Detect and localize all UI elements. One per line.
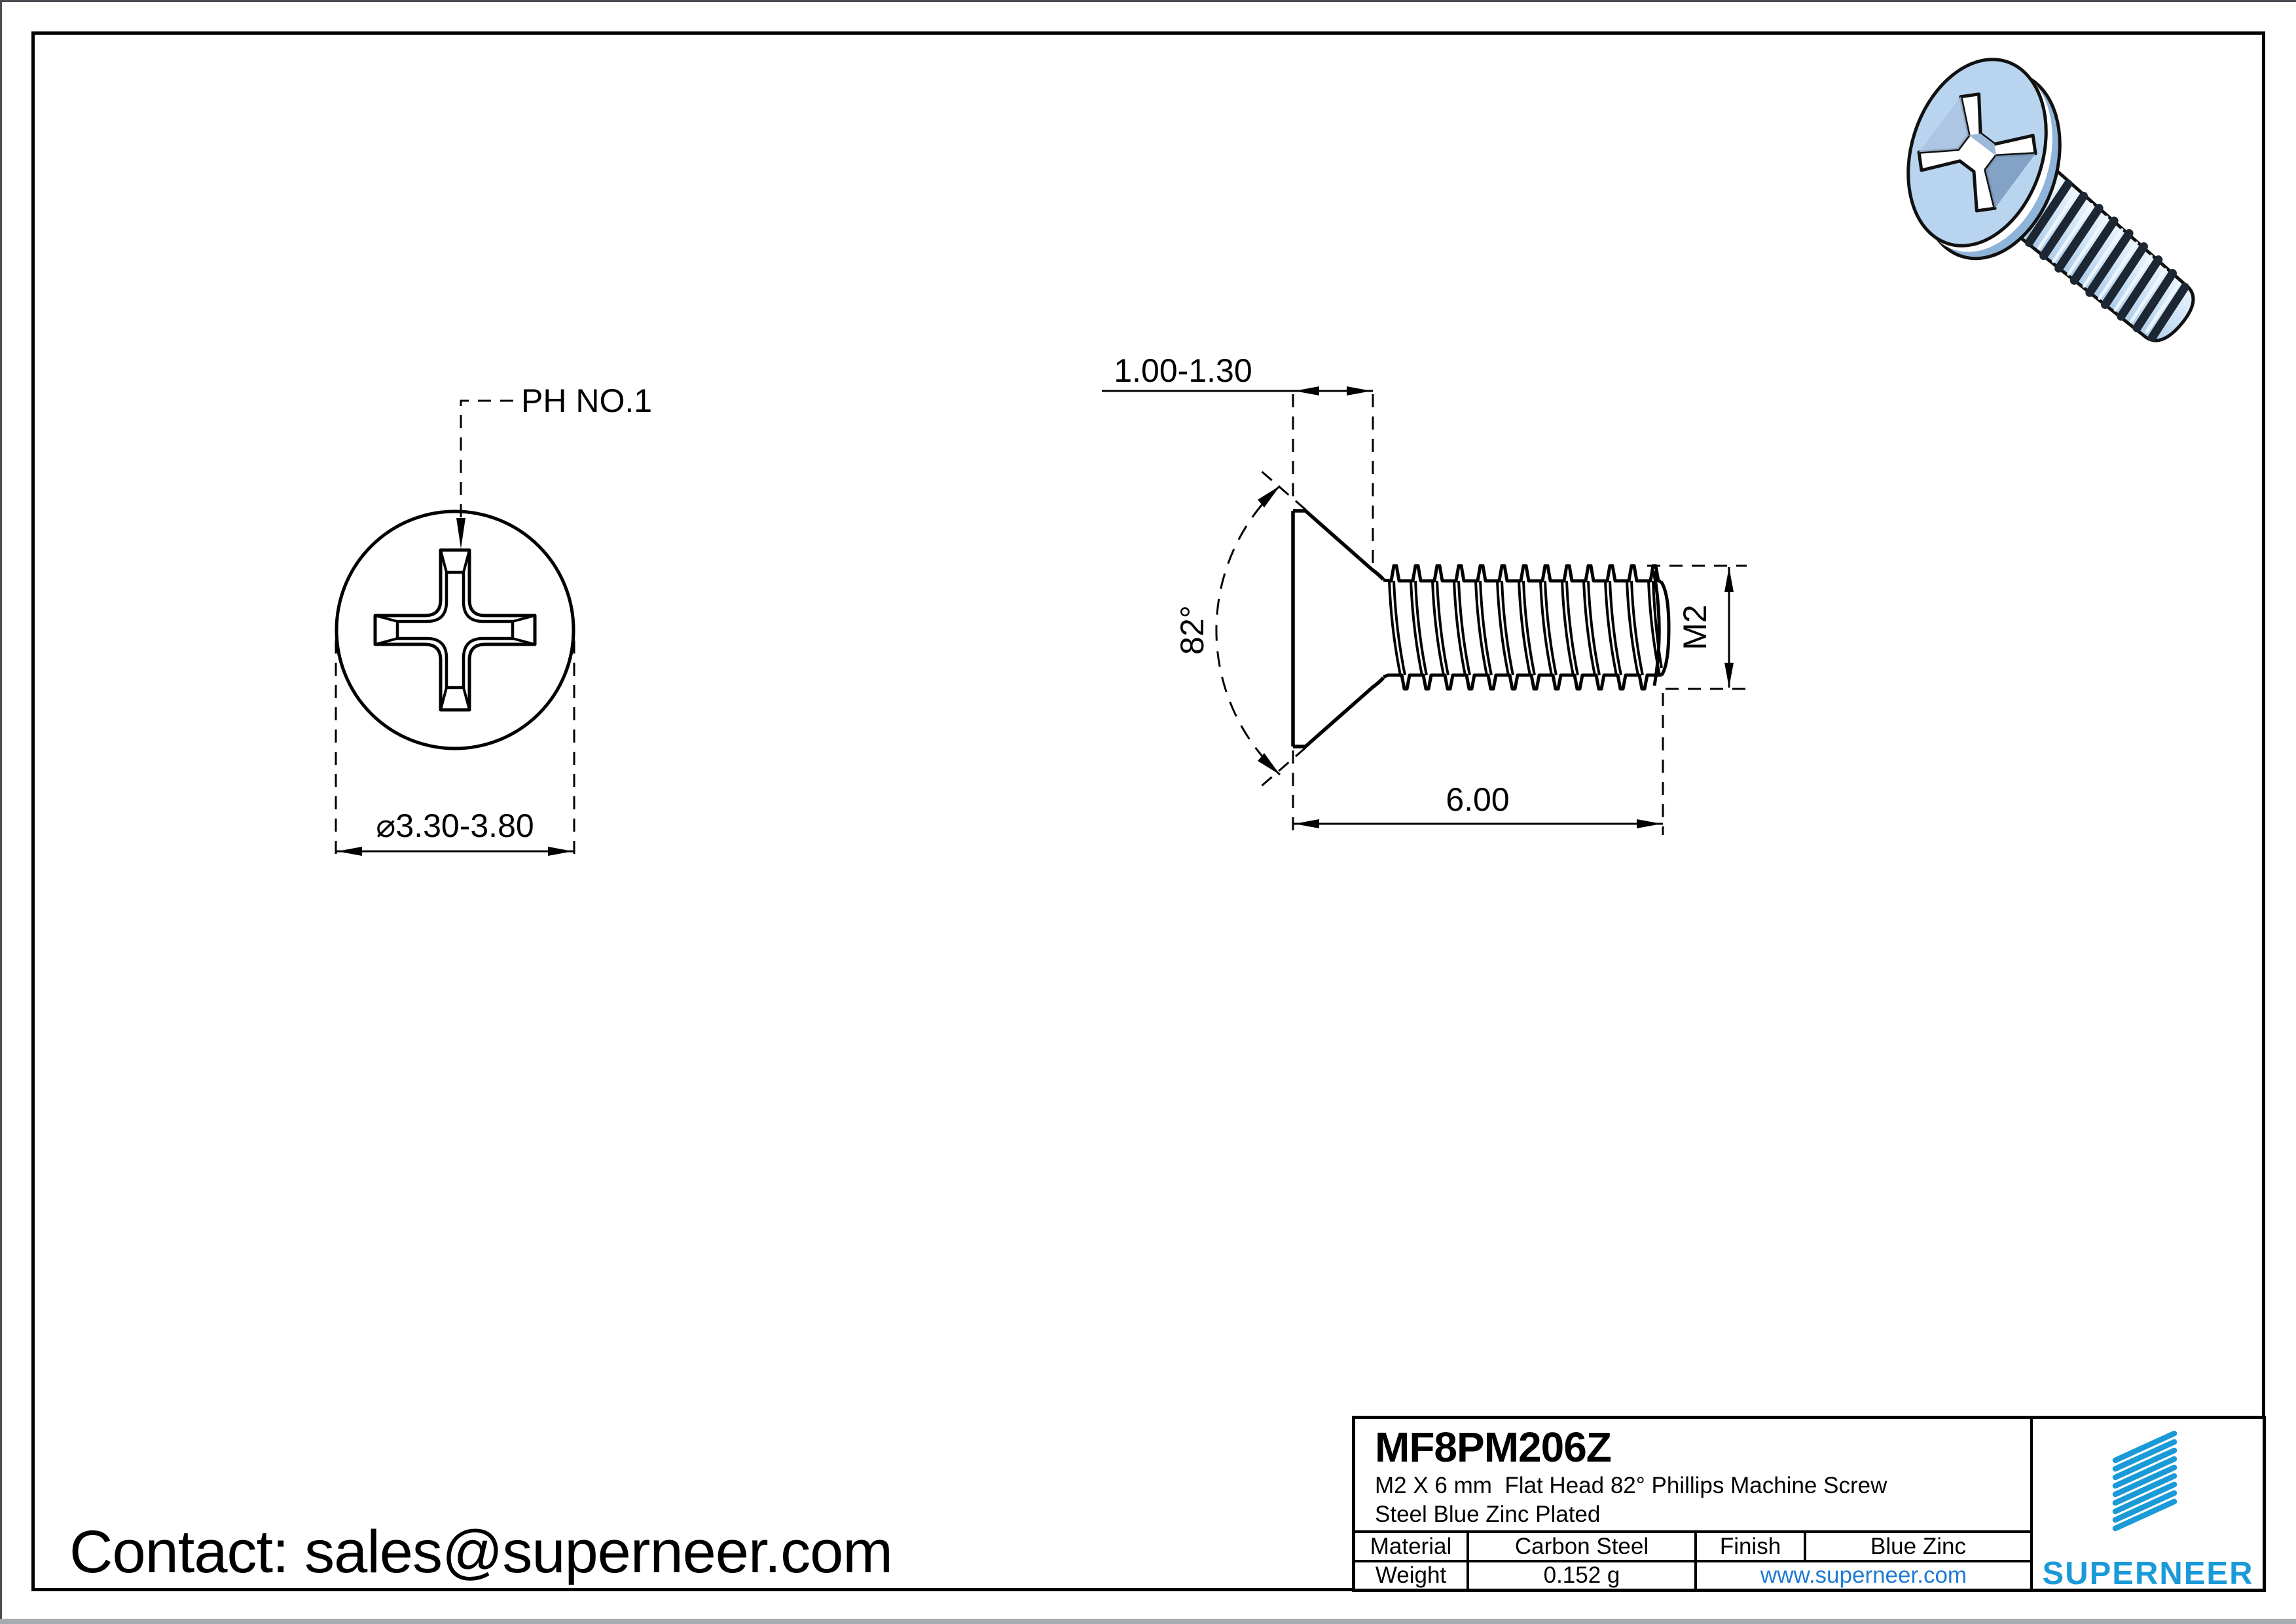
thread-crest-bottom (1383, 673, 1662, 691)
extension-lines-dashed (1292, 394, 1374, 568)
drive-type-label: PH NO.1 (521, 382, 652, 419)
thread-size-label: M2 (1677, 604, 1713, 650)
phillips-recess-3d (1917, 92, 2037, 213)
part-description-line2: Steel Blue Zinc Plated (1375, 1502, 1601, 1527)
drawing-border-frame (31, 31, 2265, 1591)
logo-cell: SUPERNEER (2030, 1419, 2263, 1591)
length-label: 6.00 (1446, 781, 1509, 818)
head-profile (1291, 509, 1385, 748)
screw-3d-render (1906, 58, 2195, 342)
brand-name: SUPERNEER (2042, 1556, 2254, 1591)
dimension-thread-size: M2 (1647, 564, 1747, 690)
material-label: Material (1370, 1533, 1452, 1559)
screenshot-left-edge (0, 0, 2, 1624)
title-block: MF8PM206Z M2 X 6 mm Flat Head 82° Philli… (1352, 1416, 2266, 1592)
thread-crest-top (1383, 564, 1662, 583)
weight-label: Weight (1375, 1562, 1447, 1588)
contact-line: Contact: sales@superneer.com (69, 1519, 893, 1585)
title-block-main: MF8PM206Z M2 X 6 mm Flat Head 82° Philli… (1355, 1419, 2030, 1534)
material-finish-row: Material Carbon Steel Finish Blue Zinc (1355, 1533, 2030, 1562)
thread-end-cap (1652, 570, 1671, 686)
dimension-drive-type: PH NO.1 (456, 382, 652, 549)
dimension-arrowheads (337, 847, 573, 856)
phillips-cross-inner (395, 570, 515, 690)
angle-arrowheads (1258, 486, 1280, 775)
part-description-line1: M2 X 6 mm Flat Head 82° Phillips Machine… (1375, 1473, 1887, 1498)
dimension-head-height: 1.00-1.30 (1102, 352, 1374, 568)
superneer-logo-mark (2112, 1430, 2178, 1532)
extension-lines-dashed (1292, 693, 1664, 835)
screenshot-bottom-edge (0, 1619, 2296, 1624)
head-outline-circle (335, 509, 575, 750)
extension-lines-dashed (1647, 564, 1747, 690)
angle-arc-dashed (1215, 485, 1281, 776)
phillips-taper-lines (374, 549, 536, 710)
screw-3d-head (1906, 58, 2062, 261)
leader-arrowhead (456, 518, 465, 549)
weight-website-row: Weight 0.152 g www.superneer.com (1355, 1562, 2030, 1589)
head-diameter-label: ⌀3.30-3.80 (376, 807, 534, 844)
material-value: Carbon Steel (1467, 1533, 1694, 1560)
dimension-head-diameter: ⌀3.30-3.80 (335, 640, 575, 862)
side-view (1291, 509, 1671, 748)
head-angle-label: 82° (1174, 605, 1211, 655)
weight-value: 0.152 g (1467, 1562, 1694, 1589)
title-block-text-area: MF8PM206Z M2 X 6 mm Flat Head 82° Philli… (1355, 1419, 2030, 1589)
front-view (335, 509, 575, 750)
dimension-arrowheads (1724, 567, 1734, 688)
cone-extension-lines (1260, 470, 1306, 788)
finish-label: Finish (1694, 1533, 1804, 1560)
thread-flank-lines (1388, 580, 1663, 676)
dimension-head-angle: 82° (1174, 470, 1306, 788)
phillips-cross-outer (373, 548, 537, 712)
finish-value: Blue Zinc (1804, 1533, 2030, 1560)
dimension-length: 6.00 (1292, 693, 1664, 835)
dimension-arrowheads (1294, 386, 1372, 396)
head-height-label: 1.00-1.30 (1114, 352, 1252, 389)
extension-lines-dashed (335, 640, 575, 862)
website-link[interactable]: www.superneer.com (1694, 1562, 2030, 1589)
leader-line-dashed (460, 399, 516, 517)
screenshot-top-edge (0, 0, 2296, 2)
part-number: MF8PM206Z (1375, 1424, 1612, 1471)
